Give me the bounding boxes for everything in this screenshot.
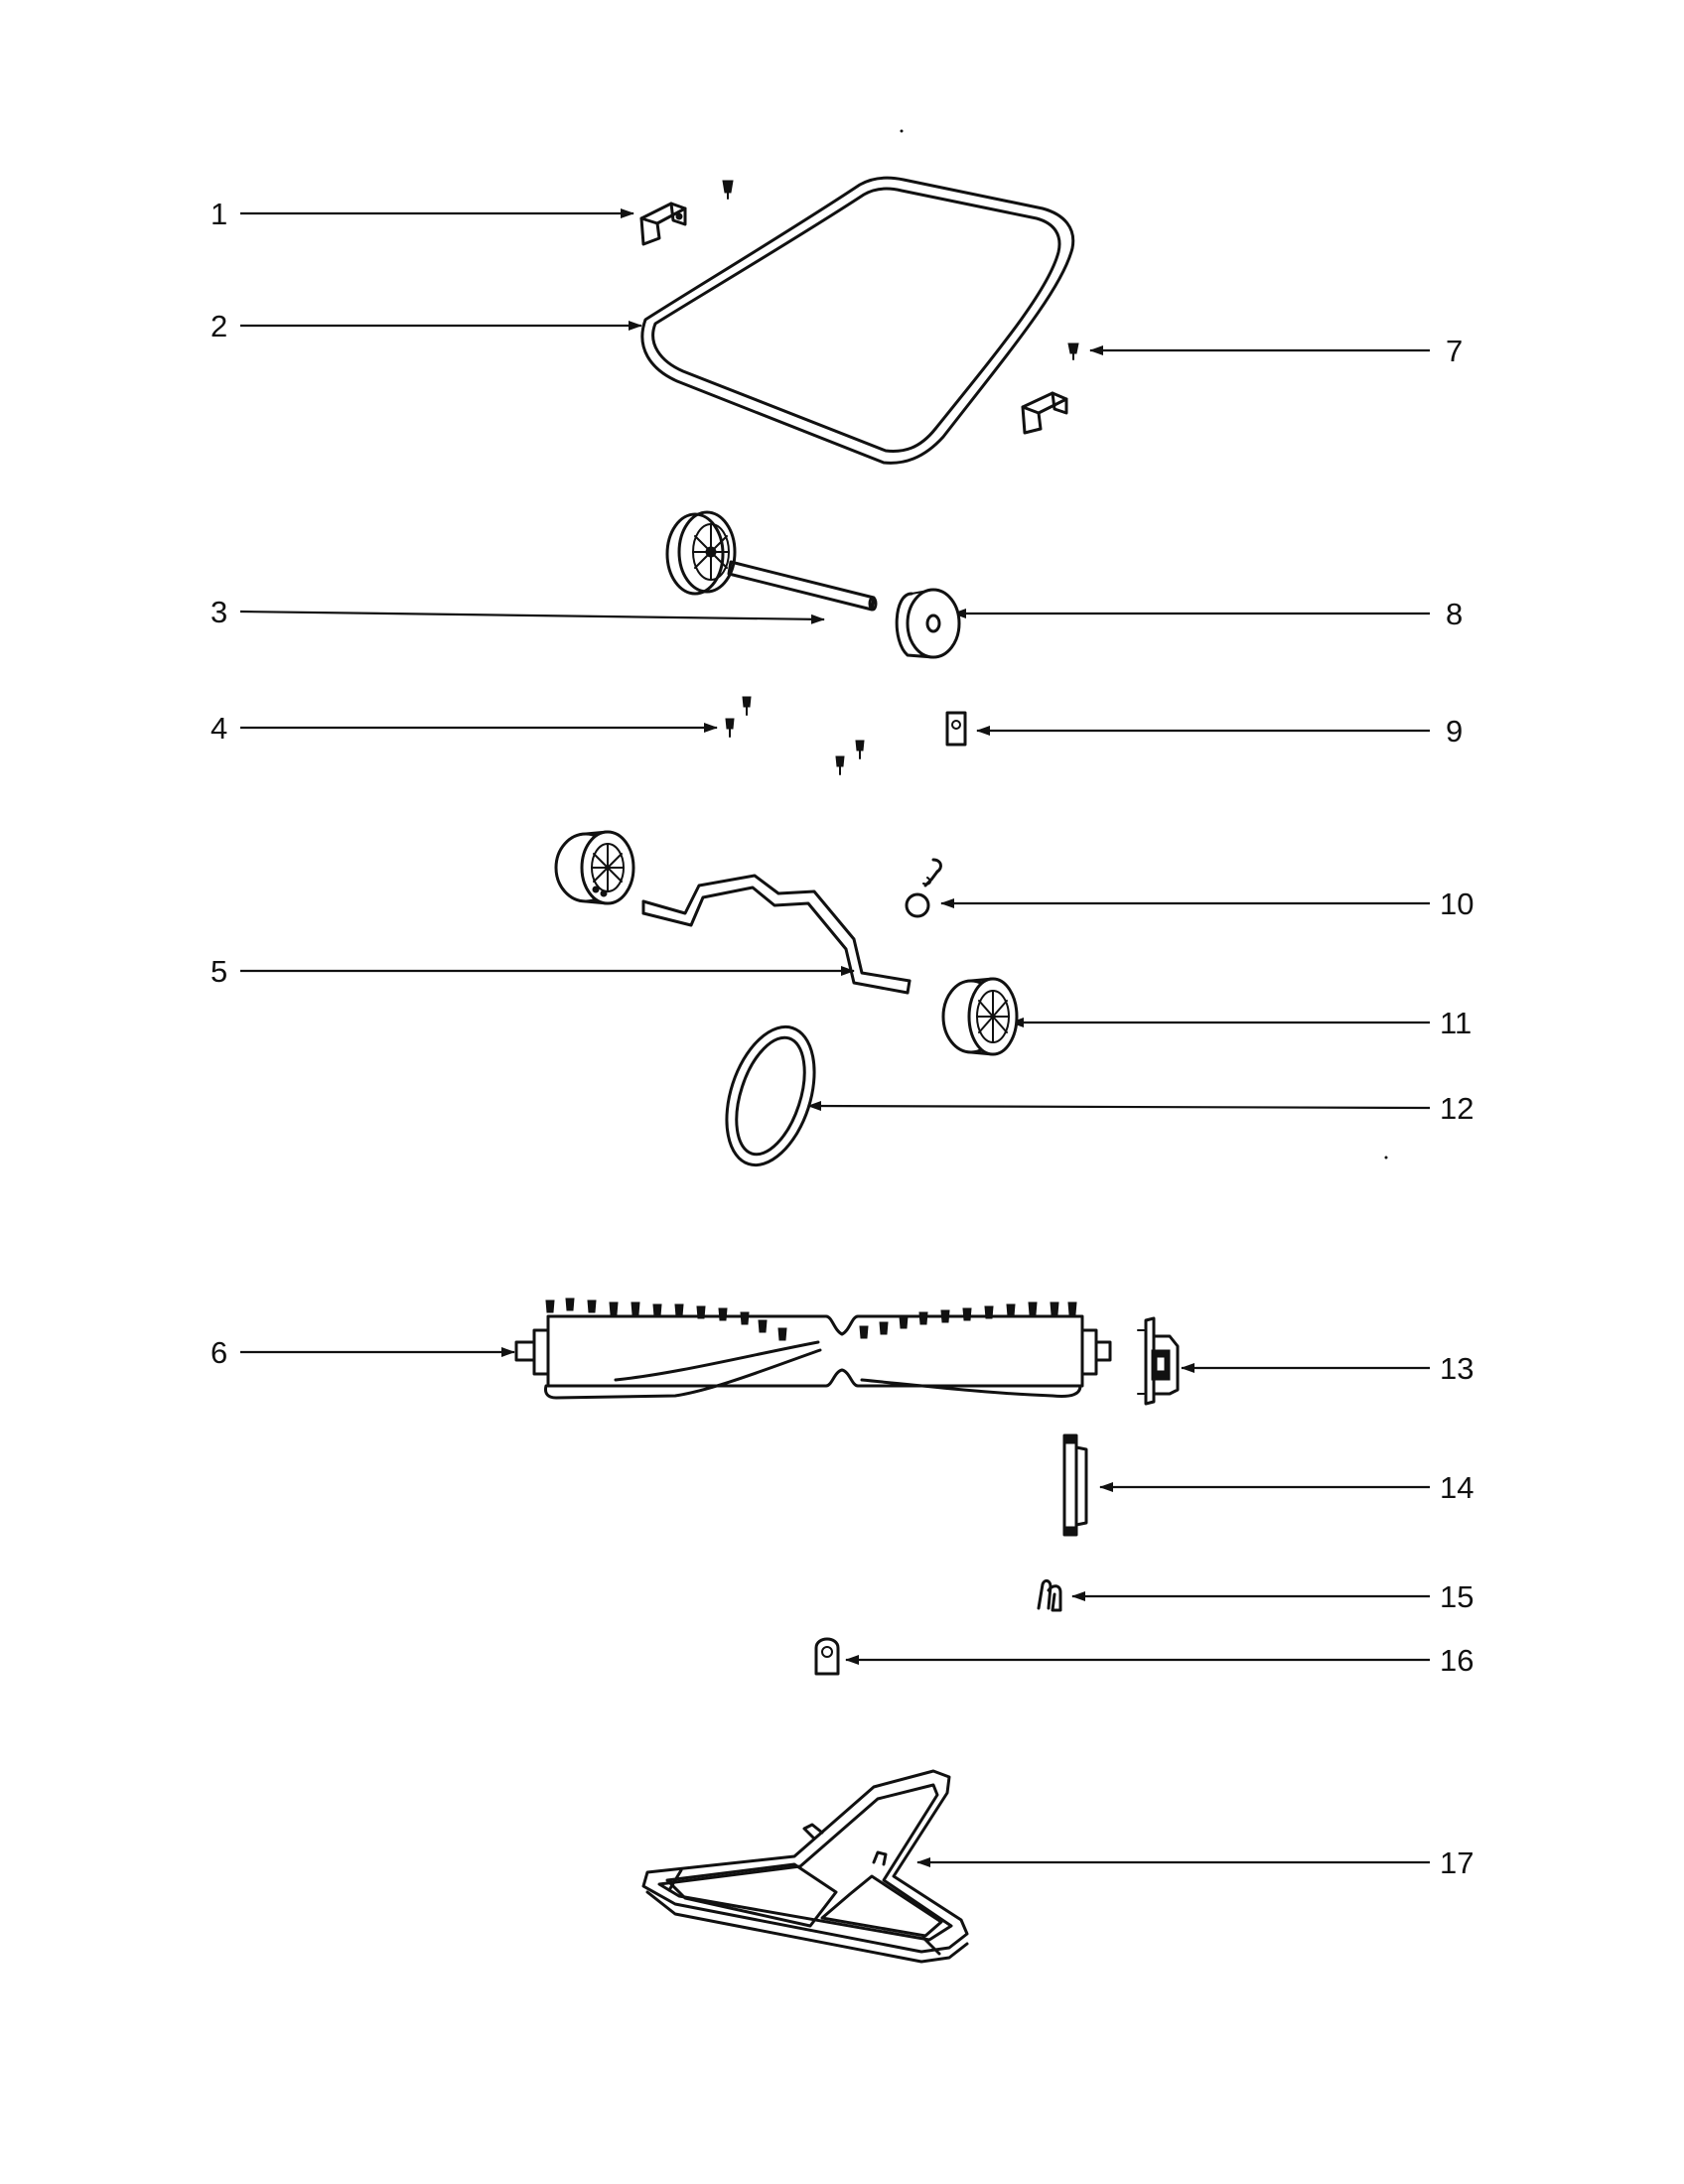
callout-11: 11: [1440, 1006, 1472, 1040]
front-wheel-left: [554, 830, 635, 905]
bristle-tufts: [545, 1297, 1077, 1341]
part-5-front-axle: [641, 874, 912, 995]
part-7-screw: [1067, 342, 1079, 360]
callout-6: 6: [210, 1335, 227, 1370]
callout-12: 12: [1440, 1091, 1474, 1126]
part-11-front-wheel: [941, 977, 1019, 1056]
speck: [900, 129, 904, 133]
leader-line-3: [239, 610, 825, 624]
callout-10: 10: [1440, 887, 1474, 921]
screw-4d: [835, 755, 845, 775]
speck: [1384, 1156, 1388, 1160]
rear-wheel-left: [665, 510, 737, 596]
callout-15: 15: [1440, 1579, 1474, 1614]
screw-top-left: [722, 180, 734, 200]
part-8-rear-wheel: [895, 588, 961, 659]
part-12-belt: [725, 1024, 816, 1167]
part-4-screws: [725, 696, 865, 775]
part-9-clip: [945, 711, 967, 747]
bracket-right: [1021, 391, 1068, 435]
callout-5: 5: [210, 954, 227, 989]
part-17-base-plate: [641, 1769, 969, 1964]
callout-4: 4: [210, 711, 227, 746]
part-6-brush-roll: [514, 1297, 1112, 1400]
part-15-clip: [1037, 1578, 1062, 1612]
callout-16: 16: [1440, 1643, 1474, 1678]
leader-line-12: [807, 1101, 1431, 1112]
callout-7: 7: [1446, 334, 1463, 368]
callout-13: 13: [1440, 1351, 1474, 1386]
part-10-spring: [905, 858, 942, 918]
part-13-end-cap: [1137, 1316, 1180, 1406]
callout-2: 2: [210, 309, 227, 343]
part-14-end-plate: [1062, 1433, 1088, 1537]
callout-8: 8: [1446, 597, 1463, 631]
screw-4b: [725, 718, 735, 738]
callout-1: 1: [210, 197, 227, 231]
callout-9: 9: [1446, 714, 1463, 749]
part-3-rear-axle: [727, 560, 878, 612]
part-2-bumper-frame: [640, 176, 1075, 465]
part-1-bracket: [639, 202, 687, 246]
screw-4a: [742, 696, 752, 716]
part-16-tab: [814, 1637, 840, 1676]
screw-4c: [855, 740, 865, 759]
callout-14: 14: [1440, 1470, 1474, 1505]
callout-3: 3: [210, 595, 227, 629]
callout-17: 17: [1440, 1845, 1474, 1880]
